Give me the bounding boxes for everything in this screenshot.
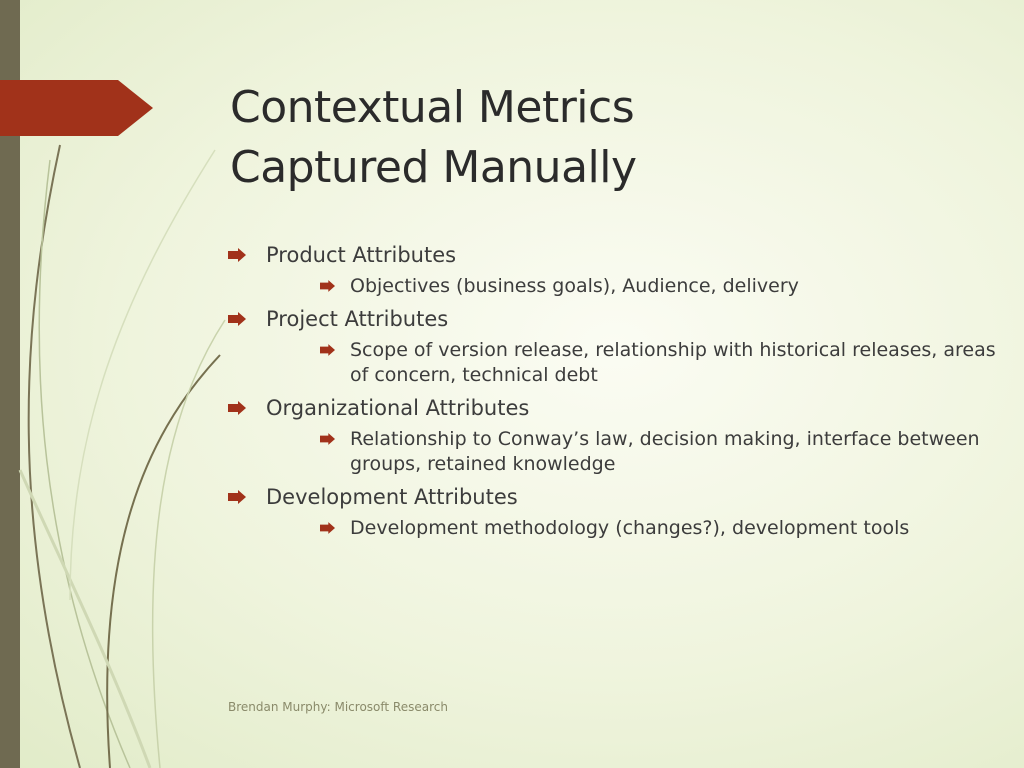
left-accent-bar — [0, 0, 20, 768]
title-arrow-tab — [0, 80, 153, 136]
arrow-right-bullet-icon — [228, 490, 246, 504]
list-item-product-attributes: Product Attributes Objectives (business … — [228, 240, 968, 299]
arrow-right-bullet-icon — [228, 401, 246, 415]
list-item-label: Product Attributes — [266, 243, 457, 267]
list-item-development-attributes: Development Attributes Development metho… — [228, 482, 968, 541]
sub-list-item-text: Relationship to Conway’s law, decision m… — [350, 428, 980, 475]
sub-list-item: Relationship to Conway’s law, decision m… — [266, 427, 980, 477]
sub-list-item: Scope of version release, relationship w… — [266, 338, 996, 388]
decorative-vines — [18, 144, 226, 768]
arrow-right-bullet-icon — [320, 522, 335, 534]
bullet-list-body: Product Attributes Objectives (business … — [228, 240, 996, 541]
slide-title-line-1: Contextual Metrics — [230, 82, 635, 133]
sub-list-item-text: Development methodology (changes?), deve… — [350, 517, 910, 539]
arrow-right-bullet-icon — [320, 433, 335, 445]
slide-title: Contextual Metrics Captured Manually — [230, 78, 637, 198]
arrow-right-bullet-icon — [320, 344, 335, 356]
sub-list-item-text: Objectives (business goals), Audience, d… — [350, 275, 799, 297]
sub-list-item-text: Scope of version release, relationship w… — [350, 339, 996, 386]
list-item-project-attributes: Project Attributes Scope of version rele… — [228, 304, 996, 388]
list-item-label: Development Attributes — [266, 485, 518, 509]
sub-list-item: Objectives (business goals), Audience, d… — [266, 274, 968, 299]
sub-list-item: Development methodology (changes?), deve… — [266, 516, 968, 541]
slide-footer: Brendan Murphy: Microsoft Research — [228, 700, 448, 714]
list-item-label: Organizational Attributes — [266, 396, 530, 420]
list-item-label: Project Attributes — [266, 307, 449, 331]
slide-title-line-2: Captured Manually — [230, 142, 637, 193]
arrow-right-bullet-icon — [228, 248, 246, 262]
arrow-right-bullet-icon — [320, 280, 335, 292]
arrow-right-bullet-icon — [228, 312, 246, 326]
list-item-organizational-attributes: Organizational Attributes Relationship t… — [228, 393, 980, 477]
